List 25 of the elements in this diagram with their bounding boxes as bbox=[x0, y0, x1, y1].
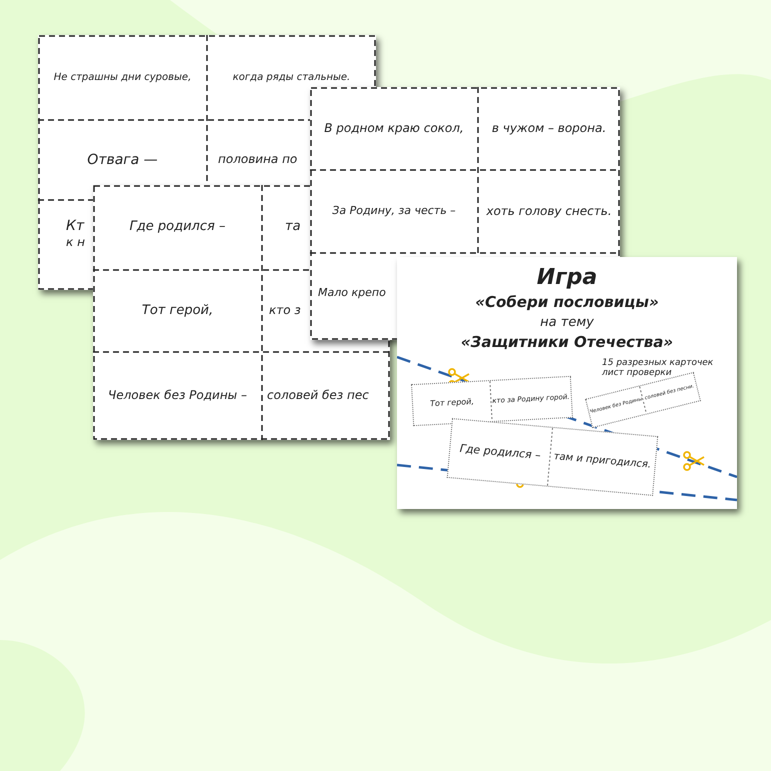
proverb-text: Мало крепо bbox=[318, 286, 386, 300]
proverb-text: Отвага — bbox=[87, 152, 158, 168]
note-text: 15 разрезных карточек лист проверки bbox=[602, 358, 714, 378]
proverb-text: Где родился – bbox=[459, 442, 542, 462]
proverb-text: Тот герой, bbox=[430, 397, 474, 409]
proverb-text: когда ряды стальные. bbox=[232, 72, 350, 84]
proverb-text: Не страшны дни суровые, bbox=[54, 72, 192, 84]
proverb-text: половина по bbox=[218, 153, 298, 167]
proverb-text: Человек без Родины – bbox=[108, 389, 247, 403]
proverb-text: та bbox=[285, 220, 301, 235]
subtitle: на тему bbox=[540, 316, 594, 330]
title: Игра bbox=[536, 265, 598, 291]
proverb-text: к н bbox=[66, 236, 85, 250]
subtitle: «Защитники Отечества» bbox=[460, 334, 674, 352]
proverb-text: соловей без пес bbox=[267, 389, 369, 403]
proverb-text: в чужом – ворона. bbox=[492, 122, 606, 136]
proverb-text: Кт bbox=[66, 218, 84, 234]
proverb-text: Где родился – bbox=[130, 220, 226, 235]
proverb-text: В родном краю сокол, bbox=[324, 122, 464, 136]
proverb-text: кто з bbox=[269, 304, 301, 318]
proverb-text: хоть голову снесть. bbox=[486, 204, 612, 218]
proverb-text: Тот герой, bbox=[142, 304, 214, 318]
proverb-text: там и пригодился. bbox=[553, 451, 652, 472]
proverb-text: За Родину, за честь – bbox=[332, 205, 456, 218]
subtitle: «Собери пословицы» bbox=[475, 294, 659, 312]
